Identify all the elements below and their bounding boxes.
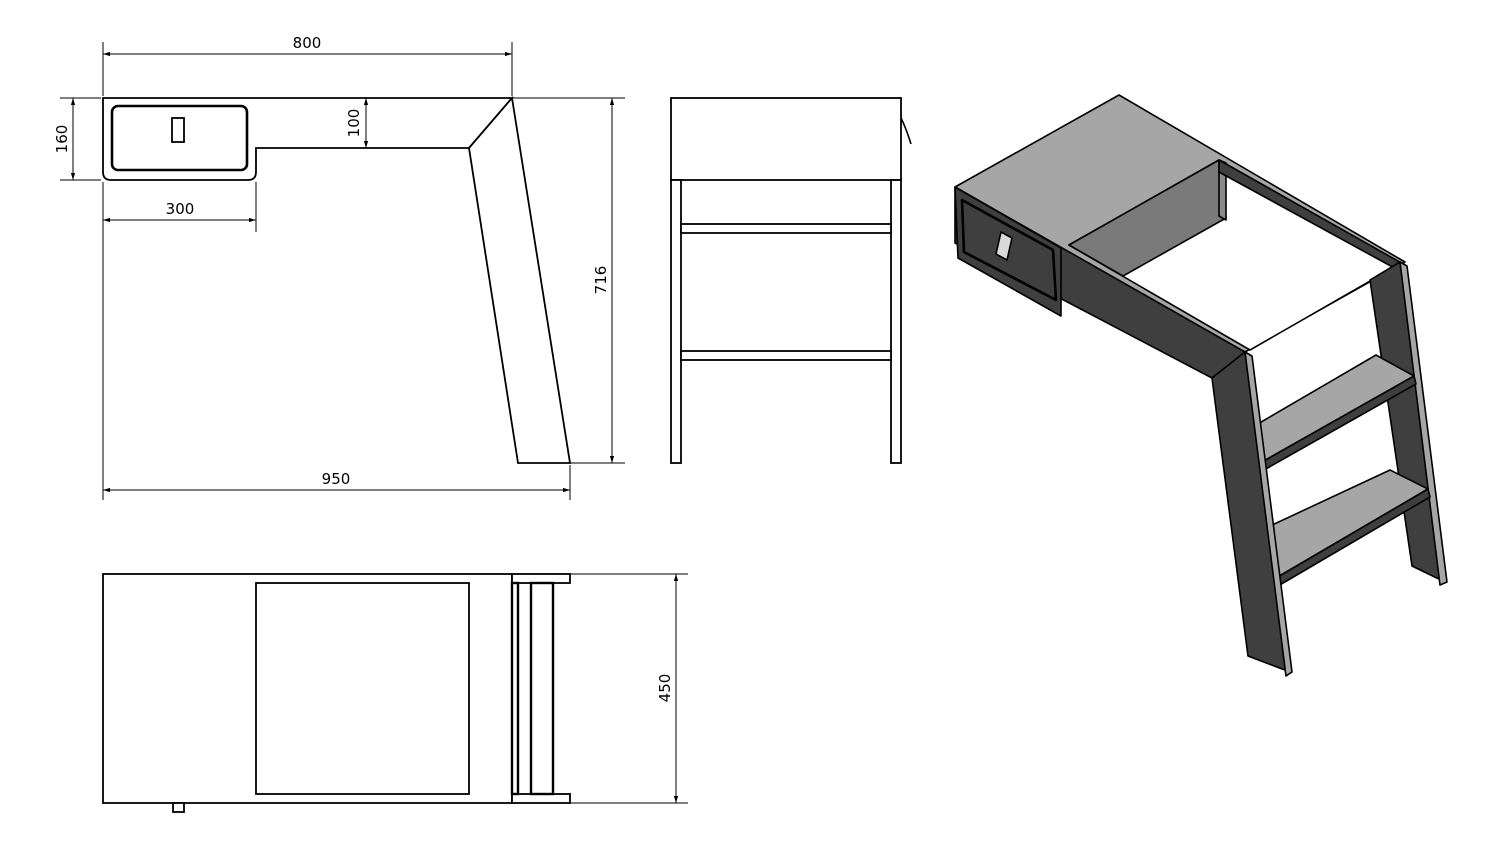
dimension-800: 800 — [102, 34, 513, 96]
drawer-handle-icon — [171, 117, 185, 143]
dim-label-450: 450 — [656, 674, 674, 703]
dim-label-716: 716 — [592, 266, 610, 295]
top-view — [102, 573, 571, 813]
dimension-950: 950 — [102, 182, 571, 500]
dimension-450: 450 — [570, 573, 688, 804]
iso-drawer-handle-icon — [995, 231, 1013, 261]
dim-label-950: 950 — [322, 470, 351, 488]
isometric-view — [954, 94, 1448, 677]
dimension-716: 716 — [512, 97, 625, 464]
dim-label-800: 800 — [293, 34, 322, 52]
front-view — [102, 95, 572, 464]
dim-label-100: 100 — [345, 109, 363, 138]
dimension-300: 300 — [103, 182, 257, 232]
side-view — [670, 97, 912, 464]
dimension-100: 100 — [345, 98, 369, 148]
dim-label-160: 160 — [53, 125, 71, 154]
dimension-160: 160 — [53, 97, 101, 181]
handle-projection-icon — [172, 802, 185, 813]
dim-label-300: 300 — [166, 200, 195, 218]
